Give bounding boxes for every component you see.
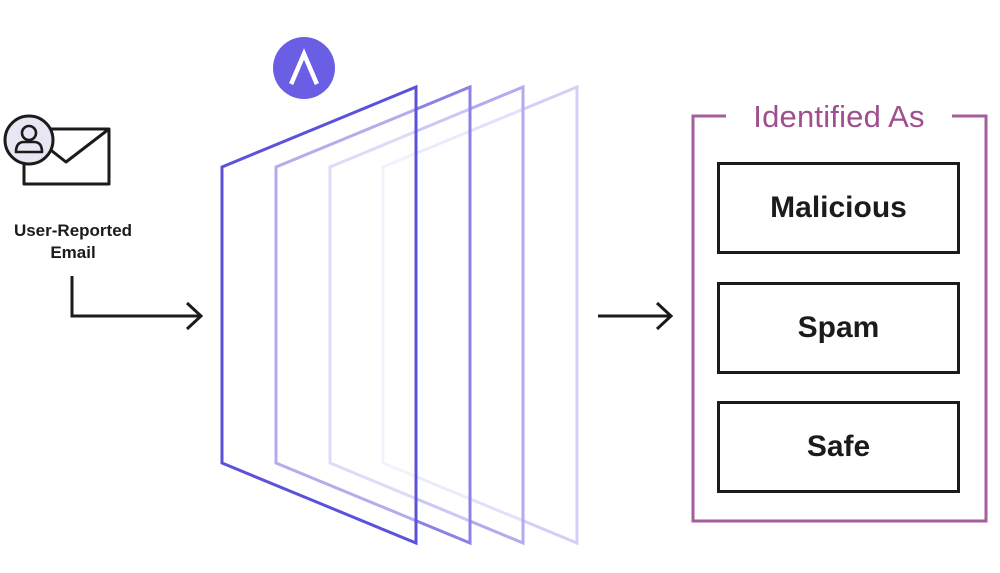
avatar-shoulders (14, 140, 44, 154)
user-reported-email-label: User-Reported Email (0, 220, 146, 264)
identified-as-title: Identified As (726, 97, 952, 137)
analysis-layer-2 (274, 84, 472, 546)
email-label-line-1: User-Reported (13, 221, 133, 240)
input-arrow-icon (70, 276, 204, 331)
category-malicious: Malicious (717, 162, 960, 254)
category-spam: Spam (717, 282, 960, 374)
output-arrow-icon (598, 301, 674, 331)
analysis-layer-1 (220, 84, 418, 546)
abnormal-logo-icon (273, 37, 335, 99)
analysis-layer-3 (328, 84, 525, 546)
category-safe-label: Safe (806, 430, 871, 463)
category-safe: Safe (717, 401, 960, 493)
email-label-line-2: Email (50, 243, 96, 262)
user-email-envelope-icon (3, 114, 111, 186)
category-malicious-label: Malicious (770, 191, 907, 224)
analysis-layer-4 (381, 84, 579, 546)
analysis-layers (220, 84, 579, 546)
category-spam-label: Spam (797, 311, 880, 344)
avatar-head (20, 124, 38, 142)
